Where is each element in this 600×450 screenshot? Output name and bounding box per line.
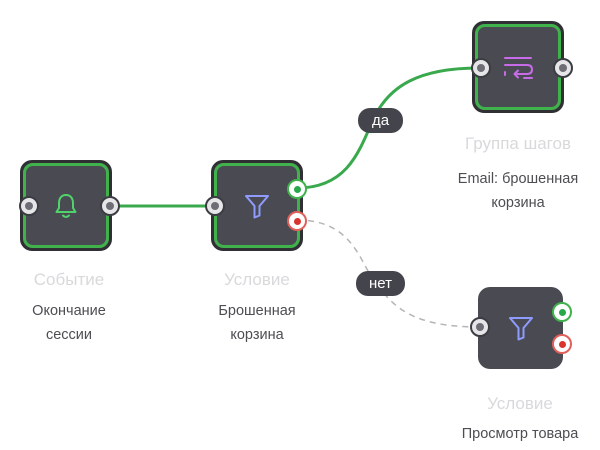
condition-no-port[interactable]	[287, 211, 307, 231]
condition-title: Условие	[224, 270, 290, 289]
condition-subtitle: Брошенная корзина	[218, 303, 296, 343]
group-title: Группа шагов	[464, 134, 571, 153]
list-steps-icon	[504, 57, 534, 79]
condition2-subtitle: Просмотр товара	[461, 426, 579, 442]
event-subtitle: Окончание сессии	[32, 303, 106, 343]
condition-input-port[interactable]	[205, 196, 225, 216]
group-input-port[interactable]	[471, 58, 491, 78]
group-output-port[interactable]	[553, 58, 573, 78]
group-subtitle: Email: брошенная корзина	[457, 171, 579, 211]
event-output-port[interactable]	[100, 196, 120, 216]
condition2-yes-port[interactable]	[552, 302, 572, 322]
filter-icon	[245, 194, 269, 218]
condition2-no-port[interactable]	[552, 334, 572, 354]
event-title: Событие	[33, 270, 105, 289]
condition2-title: Условие	[487, 394, 553, 413]
bell-icon	[55, 193, 77, 218]
event-input-port[interactable]	[19, 196, 39, 216]
condition2-node[interactable]	[478, 287, 563, 369]
condition-yes-port[interactable]	[287, 179, 307, 199]
filter-icon	[508, 317, 533, 341]
edge-yes-label: да	[358, 108, 403, 133]
condition2-input-port[interactable]	[470, 317, 490, 337]
edge-no-label: нет	[356, 271, 405, 296]
event-node[interactable]	[20, 160, 112, 251]
condition-node[interactable]	[211, 160, 303, 251]
